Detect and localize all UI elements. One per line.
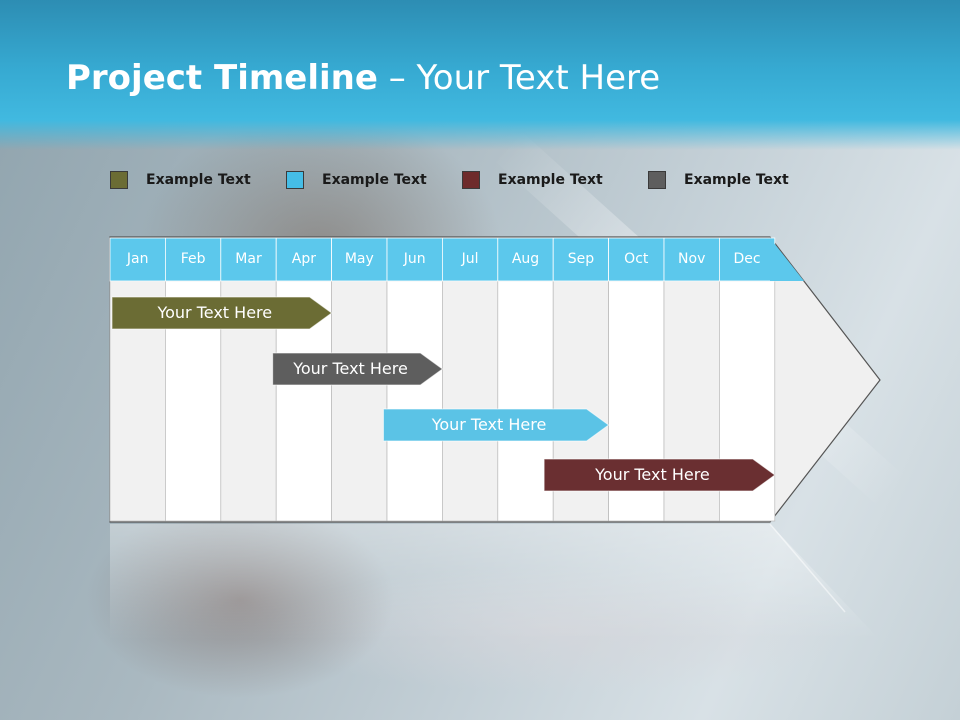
month-label: Jun (403, 251, 426, 267)
task-label: Your Text Here (431, 415, 547, 434)
title-band (0, 0, 960, 150)
month-label: Jan (126, 251, 149, 267)
month-header-cell (719, 237, 776, 282)
task-bar (272, 352, 444, 386)
month-header-cell (552, 237, 610, 282)
slide-title: Project Timeline – Your Text Here (66, 58, 660, 98)
task-bar (111, 296, 333, 330)
month-header-cell (497, 237, 554, 282)
legend-item: Example Text (286, 170, 427, 190)
month-header-cell (109, 237, 166, 282)
month-label: May (344, 251, 374, 267)
legend-swatch (462, 171, 480, 189)
task-bar (382, 408, 610, 442)
month-label: Sep (567, 251, 595, 267)
month-label: Oct (624, 251, 649, 267)
month-column (442, 280, 499, 522)
legend-label: Example Text (498, 172, 603, 188)
month-strip-tip (770, 238, 804, 281)
legend-swatch (286, 171, 304, 189)
month-label: Feb (180, 251, 206, 267)
legend-label: Example Text (322, 172, 427, 188)
legend-swatch (648, 171, 666, 189)
month-header-cell (441, 237, 499, 282)
task-label: Your Text Here (293, 359, 408, 378)
month-label: Dec (733, 251, 761, 267)
legend-swatch (110, 171, 128, 189)
month-column (331, 280, 388, 522)
legend-label: Example Text (146, 172, 251, 188)
title-rest-part: – Your Text Here (377, 58, 661, 98)
legend-label: Example Text (684, 172, 789, 188)
legend-item: Example Text (462, 170, 603, 190)
task-bar (543, 458, 776, 492)
month-label: Aug (511, 251, 540, 267)
month-label: Jul (461, 251, 479, 267)
month-column (386, 280, 443, 522)
month-header-cell (220, 237, 277, 282)
legend-item: Example Text (648, 170, 789, 190)
month-label: Mar (235, 251, 262, 267)
month-header-cell (164, 237, 222, 282)
legend-item: Example Text (110, 170, 251, 190)
task-label: Your Text Here (595, 465, 710, 484)
month-header-cell (608, 237, 665, 282)
arrow-reflection (110, 524, 880, 640)
title-bold-part: Project Timeline (66, 58, 378, 98)
task-label: Your Text Here (157, 303, 273, 322)
arrow-reflection-edge (769, 523, 846, 613)
month-label: Apr (291, 251, 316, 267)
month-label: Nov (678, 251, 706, 267)
month-header-cell (663, 237, 720, 282)
